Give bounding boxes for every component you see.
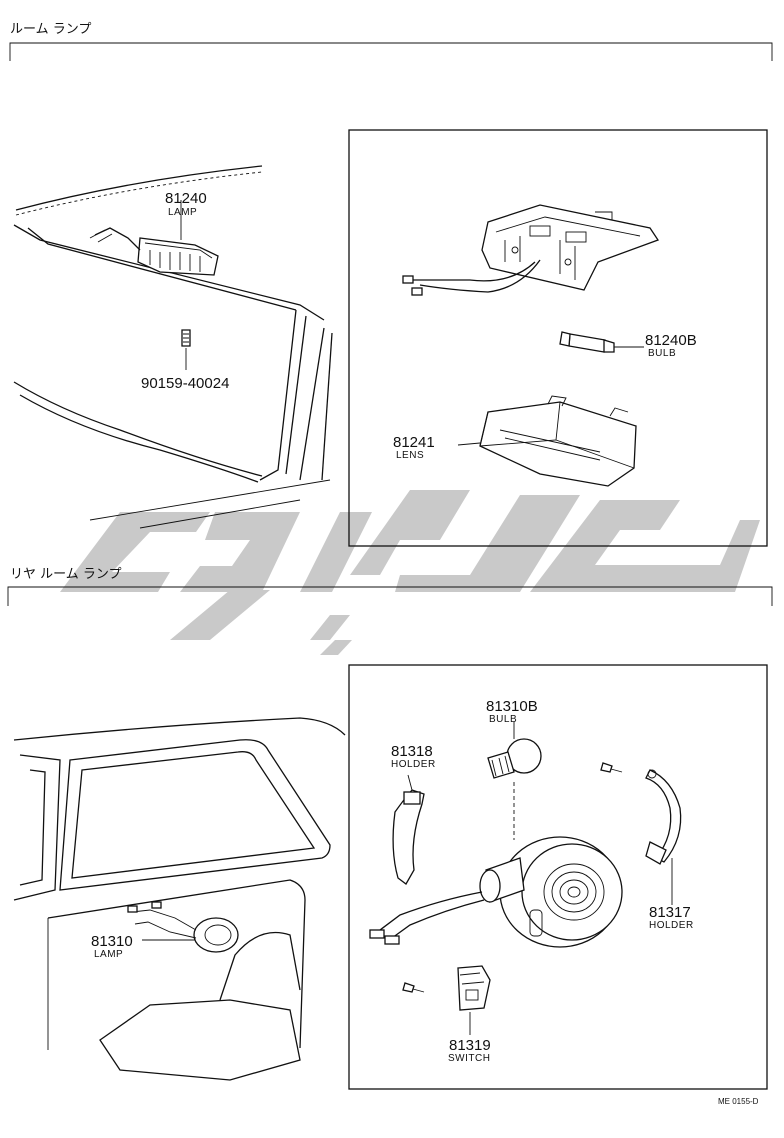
bulb-81240b-illustration	[559, 331, 644, 353]
section-bracket	[7, 586, 773, 606]
watermark-logo	[60, 490, 760, 655]
part-number-81317: 81317	[649, 904, 691, 921]
part-name-bulb: BULB	[648, 348, 676, 359]
part-name-holder: HOLDER	[649, 920, 694, 931]
detail-box-room-lamp	[348, 129, 768, 547]
part-name-bulb: BULB	[489, 714, 517, 725]
part-name-lamp: LAMP	[168, 207, 197, 218]
part-name-lamp: LAMP	[94, 949, 123, 960]
screw-icon	[402, 982, 425, 993]
part-number-81241: 81241	[393, 434, 435, 451]
car-interior-rear-view	[13, 717, 346, 1081]
detail-box-rear-room-lamp	[348, 664, 768, 1090]
holder-81318-illustration	[392, 774, 425, 885]
part-number-81310b: 81310B	[486, 698, 538, 715]
part-number-81319: 81319	[449, 1037, 491, 1054]
part-number-81310: 81310	[91, 933, 133, 950]
bulb-81310b-illustration	[487, 722, 542, 840]
screw-icon	[600, 762, 623, 773]
diagram-code: ME 0155-D	[718, 1097, 759, 1106]
part-number-90159-40024: 90159-40024	[141, 375, 229, 392]
section-title-rear-room-lamp: リヤ ルーム ランプ	[10, 567, 122, 582]
switch-81319-illustration	[457, 965, 491, 1035]
part-name-switch: SWITCH	[448, 1053, 490, 1064]
part-name-holder: HOLDER	[391, 759, 436, 770]
holder-81317-illustration	[645, 769, 682, 905]
part-number-81240: 81240	[165, 190, 207, 207]
section-title-room-lamp: ルーム ランプ	[10, 22, 91, 37]
part-number-81240b: 81240B	[645, 332, 697, 349]
part-number-81318: 81318	[391, 743, 433, 760]
rear-room-lamp-assembly-illustration	[369, 836, 623, 948]
section-bracket	[9, 42, 773, 61]
car-interior-front-view	[13, 165, 333, 529]
lens-81241-illustration	[457, 395, 637, 487]
room-lamp-housing-illustration	[402, 204, 659, 296]
part-name-lens: LENS	[396, 450, 424, 461]
